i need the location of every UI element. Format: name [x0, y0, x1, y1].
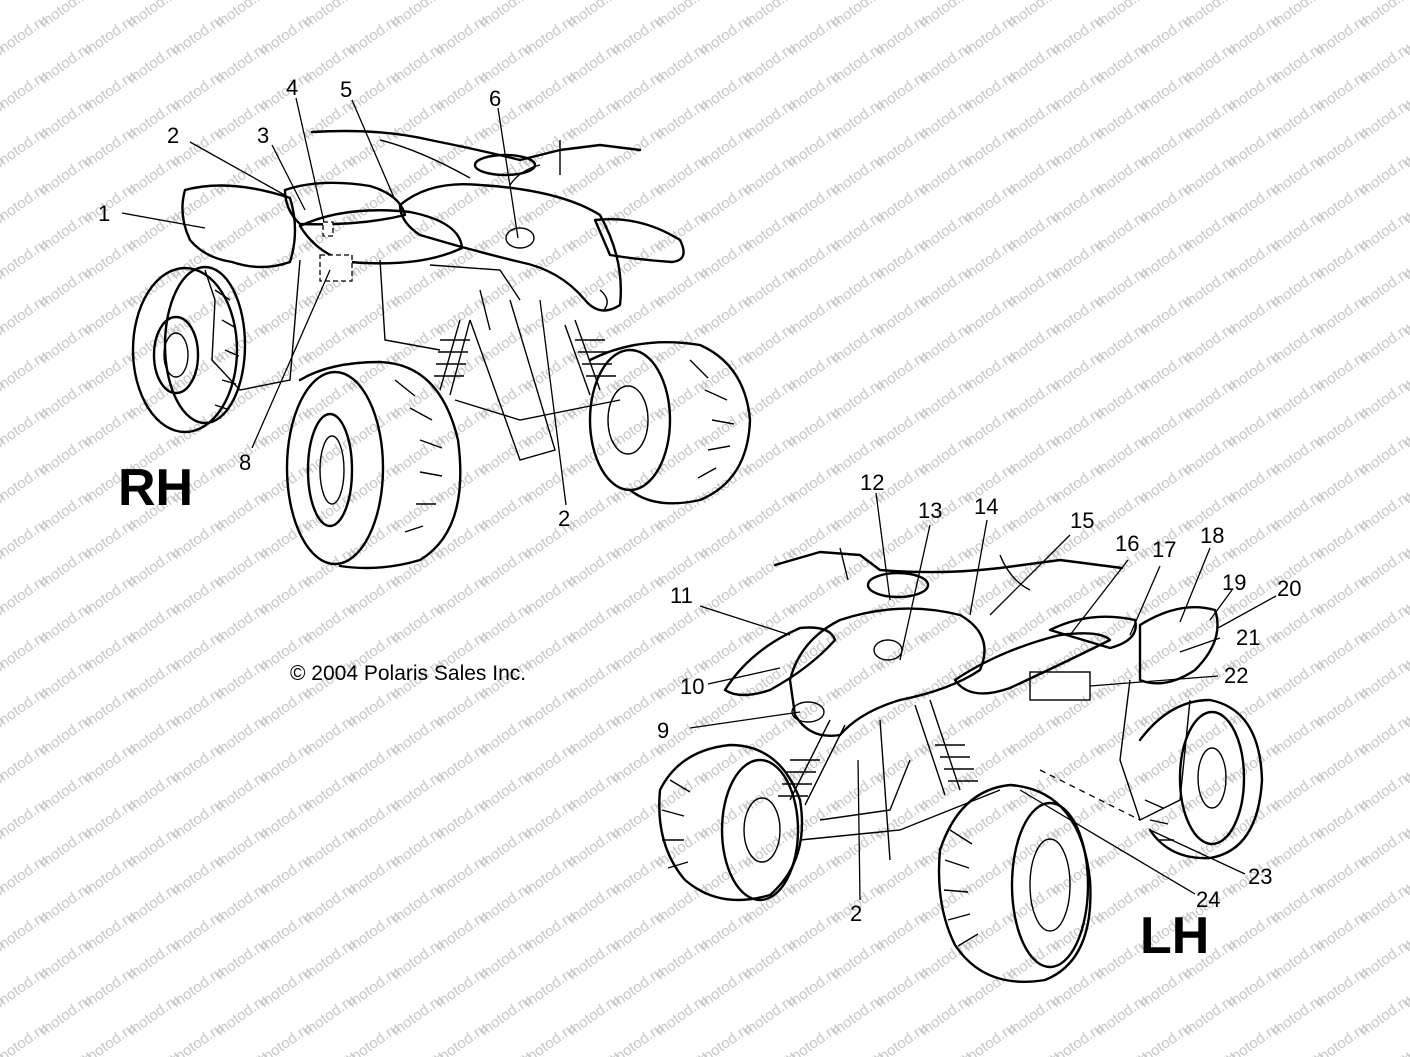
callout-13: 13 — [918, 498, 942, 523]
rh-front-hood — [398, 183, 622, 312]
callout-2: 2 — [167, 123, 179, 148]
rh-rear-fender — [181, 184, 297, 269]
rh-decal-8 — [319, 254, 353, 282]
callout-22: 22 — [1224, 663, 1248, 688]
callout-9: 9 — [657, 718, 669, 743]
rh-view-label: RH — [118, 459, 194, 517]
lh-front-wheel-near — [658, 743, 804, 902]
callout-1: 1 — [98, 201, 110, 226]
callout-15: 15 — [1070, 508, 1094, 533]
callout-19: 19 — [1222, 570, 1246, 595]
lh-handlebar — [773, 550, 1124, 574]
lh-rear-fender — [1138, 605, 1219, 685]
lh-front-wheel-far — [937, 783, 1092, 984]
lh-view-label: LH — [1140, 907, 1210, 965]
callout-8: 8 — [239, 450, 251, 475]
rh-front-wheel-far — [588, 340, 752, 505]
callout-10: 10 — [680, 674, 704, 699]
callout-12: 12 — [860, 470, 884, 495]
callout-17: 17 — [1152, 537, 1176, 562]
callout-2c: 2 — [850, 901, 862, 926]
lh-front-fender-left — [723, 626, 837, 697]
copyright-notice: © 2004 Polaris Sales Inc. — [290, 662, 527, 685]
rh-atv-illustration — [131, 129, 752, 570]
callout-4: 4 — [286, 75, 298, 100]
lh-leader-lines — [689, 492, 1277, 901]
callout-14: 14 — [974, 494, 998, 519]
lh-side-fender — [953, 632, 1112, 695]
rh-front-wheel-near — [285, 360, 462, 570]
rh-decal-4 — [322, 221, 334, 237]
rh-handlebar — [310, 129, 642, 162]
callout-18: 18 — [1200, 523, 1224, 548]
rh-rear-wheel — [131, 265, 247, 434]
callout-3: 3 — [257, 123, 269, 148]
callout-6: 6 — [489, 86, 501, 111]
rh-leader-lines — [121, 97, 567, 506]
callout-16: 16 — [1115, 531, 1139, 556]
callout-20: 20 — [1277, 576, 1301, 601]
rh-front-fender — [593, 218, 685, 264]
callout-21: 21 — [1236, 625, 1260, 650]
rh-seat — [283, 181, 407, 226]
callout-2b: 2 — [558, 506, 570, 531]
lh-seat — [1048, 615, 1137, 650]
callout-5: 5 — [340, 77, 352, 102]
callout-23: 23 — [1248, 864, 1272, 889]
callout-11: 11 — [670, 583, 693, 608]
